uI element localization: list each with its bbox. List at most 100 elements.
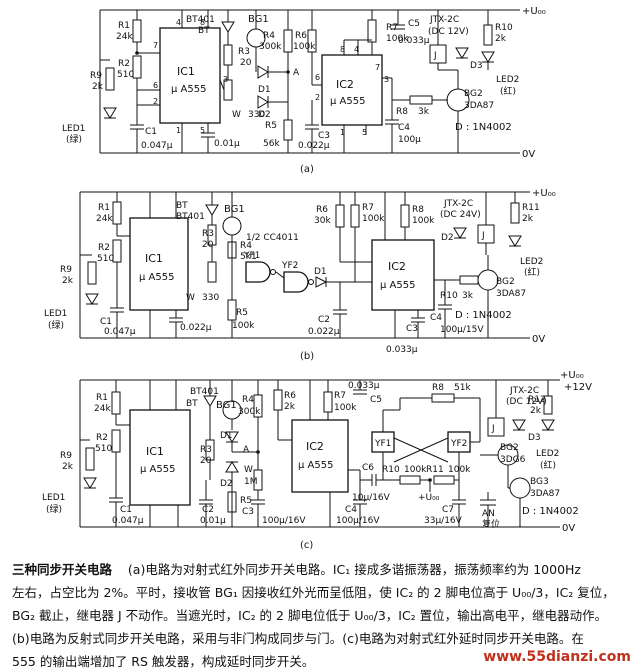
bg1-label: BG1 — [248, 14, 269, 25]
c3-label: C3 — [406, 324, 418, 334]
r9-label: R9 — [60, 265, 72, 275]
r3-label: R3 — [238, 47, 250, 57]
circuit-a: +U₀₀ 0V R1 24k R2 510 R9 2k LED1 (绿) C1 … — [62, 6, 546, 175]
relay-j-coil — [487, 417, 505, 437]
caption-line-4: (b)电路为反射式同步开关电路，采用与非门构成同步与门。(c)电路为对射式红外延… — [12, 631, 584, 646]
r10-label: R10 — [495, 23, 513, 33]
svg-text:4: 4 — [354, 45, 359, 54]
resistor-r1 — [132, 19, 142, 43]
svg-text:2: 2 — [315, 93, 320, 102]
resistor-r8 — [400, 204, 410, 228]
c7-value: 33μ/16V — [424, 516, 463, 526]
c4-label: C4 — [345, 505, 357, 515]
resistor-r7 — [323, 391, 333, 413]
svg-text:5: 5 — [362, 128, 367, 137]
r8-value: 51k — [454, 383, 471, 393]
c3-value: 0.033μ — [386, 345, 418, 355]
r6-label: R6 — [284, 391, 296, 401]
caption-line-1: 三种同步开关电路 (a)电路为对射式红外同步开关电路。IC₁ 接成多谐振荡器，振… — [12, 558, 632, 581]
svg-text:4: 4 — [176, 18, 181, 27]
resistor-r4 — [283, 29, 293, 53]
resistor-r9 — [105, 67, 115, 91]
r2-label: R2 — [96, 433, 108, 443]
caption-line-1-text: (a)电路为对射式红外同步开关电路。IC₁ 接成多谐振荡器，振荡频率约为 100… — [127, 562, 581, 577]
r4-value: 300k — [238, 407, 261, 417]
r9-label: R9 — [60, 451, 72, 461]
bg2-type: 3DG6 — [500, 455, 526, 465]
svg-text:1: 1 — [176, 126, 181, 135]
relay-j-coil — [429, 44, 447, 64]
led2-icon — [481, 51, 495, 63]
zero-v-label: 0V — [562, 523, 575, 534]
r11-value: 2k — [522, 214, 534, 224]
resistor-r12 — [543, 395, 553, 415]
bt401-label: BT401 — [186, 15, 215, 25]
r2-label: R2 — [118, 59, 130, 69]
w-value: 330 — [202, 293, 219, 303]
bg1-label: BG1 — [216, 400, 237, 411]
r8-label: R8 — [412, 205, 424, 215]
r4-value: 5k1 — [240, 252, 257, 262]
relay-j-coil — [477, 224, 495, 244]
c2-value: 0.022μ — [308, 327, 340, 337]
relay-label: JTX-2C — [443, 199, 473, 209]
c5-value: 0.033μ — [348, 381, 380, 391]
resistor-r2 — [112, 239, 122, 263]
r11-label: R11 — [522, 203, 540, 213]
c7-label: C7 — [442, 505, 454, 515]
r10-value: 3k — [462, 291, 474, 301]
r7-value: 100k — [386, 34, 409, 44]
led2-label: LED2 — [536, 449, 559, 459]
diode-note: D : 1N4002 — [455, 122, 512, 133]
ic2-label: IC2 — [388, 260, 406, 273]
c1-value: 0.047μ — [104, 327, 136, 337]
r3-value: 20 — [200, 456, 212, 466]
svg-text:8: 8 — [200, 18, 205, 27]
r3-value: 20 — [240, 58, 252, 68]
resistor-r5 — [227, 299, 237, 321]
bt-label: BT — [176, 201, 188, 211]
resistor-r6 — [273, 389, 283, 411]
diode-note: D : 1N4002 — [455, 310, 512, 321]
udd-label: +U₀₀ — [522, 6, 546, 17]
led2-label: LED2 — [520, 257, 543, 267]
resistor-r6 — [335, 204, 345, 228]
r8-value: 100k — [412, 216, 435, 226]
d2-label: D2 — [441, 233, 454, 243]
c5-value: 0.033μ — [398, 36, 430, 46]
c3-value: 0.022μ — [298, 141, 330, 151]
d2-label: D2 — [258, 110, 271, 120]
r12-value: 2k — [530, 406, 542, 416]
caption-c: (c) — [300, 540, 313, 551]
udd-label: +U₀₀ — [560, 370, 584, 381]
udd-label: +U₀₀ — [532, 188, 556, 199]
r7-value: 100k — [362, 214, 385, 224]
r1-value: 24k — [96, 214, 113, 224]
r9-value: 2k — [92, 82, 104, 92]
resistor-r9 — [87, 261, 97, 285]
bg2-type: 3DA87 — [464, 101, 494, 111]
d1-icon — [315, 276, 328, 288]
r6-label: R6 — [316, 205, 328, 215]
c4-value: 100μ — [398, 135, 421, 145]
bg1-label: BG1 — [224, 204, 245, 215]
w-label: W — [186, 293, 195, 303]
gate-yf1 — [245, 261, 271, 283]
resistor-r5 — [227, 491, 237, 513]
c4-label: C4 — [398, 123, 410, 133]
ic2-type: μ A555 — [380, 280, 415, 291]
d1-label: D1 — [258, 85, 271, 95]
r9-value: 2k — [62, 276, 74, 286]
zero-v-label: 0V — [532, 334, 545, 345]
led1-icon — [83, 477, 97, 489]
r4-label: R4 — [240, 241, 252, 251]
ic2-type: μ A555 — [298, 460, 333, 471]
c3-label: C3 — [242, 507, 254, 517]
caption-line-5: 555 的输出端增加了 RS 触发器，构成延时同步开关。 — [12, 654, 315, 669]
resistor-r10 — [399, 475, 421, 485]
yf2-label: YF2 — [281, 261, 298, 271]
gate-yf2 — [283, 271, 309, 293]
resistor-r2 — [111, 429, 121, 453]
node-a: A — [243, 445, 250, 455]
